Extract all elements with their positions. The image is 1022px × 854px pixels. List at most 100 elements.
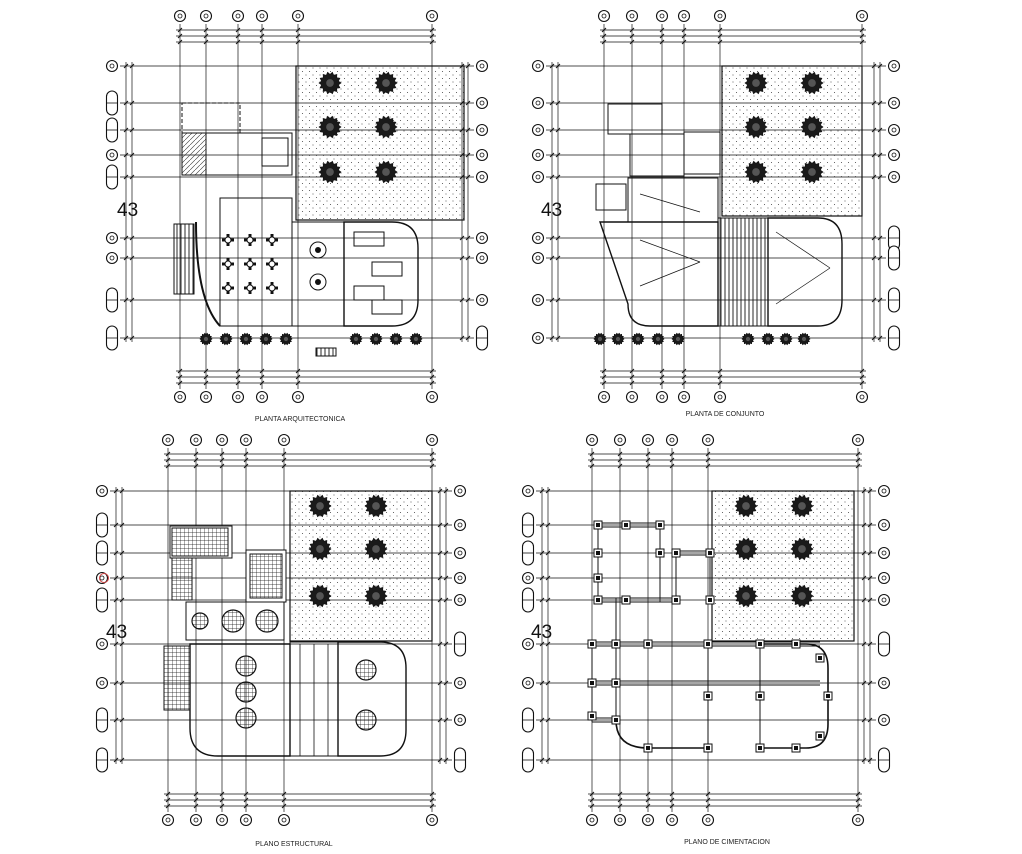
dimension-tick — [235, 368, 241, 374]
dimension-tick — [177, 380, 183, 386]
grid-bubble-core — [855, 817, 861, 823]
caption-planta-arquitectonica: PLANTA ARQUITECTONICA — [255, 416, 346, 423]
grid-bubble-core — [295, 13, 301, 19]
grid-bubble — [655, 9, 669, 23]
dimension-tick — [113, 575, 119, 581]
dimension-tick — [165, 791, 171, 797]
dimension-tick — [545, 680, 551, 686]
tree-center — [798, 592, 806, 600]
column-core — [590, 681, 594, 685]
dimension-tick — [555, 255, 561, 261]
dimension-tick — [123, 297, 129, 303]
round-column — [255, 609, 279, 633]
column-core — [706, 642, 710, 646]
dimension-tick — [295, 27, 301, 33]
dimension-tick — [859, 39, 865, 45]
grid-bubble — [655, 390, 669, 404]
tree-center — [372, 545, 380, 553]
dimension-tick — [659, 39, 665, 45]
grid-bubble-core — [881, 597, 887, 603]
grid-bubble-core — [281, 817, 287, 823]
round-element-core — [315, 247, 321, 253]
grid-bubble-core — [203, 13, 209, 19]
tree-center — [382, 79, 390, 87]
dimension-tick — [459, 335, 465, 341]
dimension-tick — [867, 641, 873, 647]
grid-bubble — [531, 231, 545, 245]
dimension-tick — [429, 463, 435, 469]
tree-center — [801, 336, 807, 342]
dimension-tick — [119, 680, 125, 686]
dimension-tick — [429, 27, 435, 33]
dimension-tick — [193, 451, 199, 457]
dimension-tick — [165, 797, 171, 803]
dimension-tick — [123, 127, 129, 133]
grid-bubble — [425, 390, 439, 404]
garden-area — [289, 490, 433, 642]
dimension-tick — [193, 791, 199, 797]
dimension-tick — [645, 451, 651, 457]
dimension-tick — [871, 297, 877, 303]
dimension-tick — [861, 680, 867, 686]
dimension-tick — [705, 457, 711, 463]
dimension-tick — [123, 235, 129, 241]
dimension-tick — [295, 374, 301, 380]
dimension-tick — [855, 791, 861, 797]
grid-bubble — [173, 390, 187, 404]
grid-bubble — [531, 293, 545, 307]
caption-plano-de-cimentacion: PLANO DE CIMENTACION — [684, 839, 770, 846]
grid-bubble-core — [705, 817, 711, 823]
grid-bubble-core — [109, 63, 115, 69]
dimension-tick — [219, 791, 225, 797]
dimension-tick — [113, 550, 119, 556]
dimension-tick — [601, 380, 607, 386]
dimension-tick — [717, 374, 723, 380]
dimension-tick — [877, 100, 883, 106]
dimension-tick — [443, 550, 449, 556]
tree-center — [752, 123, 760, 131]
grid-bubble-core — [881, 680, 887, 686]
grid-bubble — [677, 9, 691, 23]
roof-slope — [639, 239, 701, 263]
dimension-tick — [235, 39, 241, 45]
dimension-tick — [119, 717, 125, 723]
rebar-grid — [249, 553, 283, 599]
dimension-tick — [219, 463, 225, 469]
round-element — [309, 273, 327, 291]
grid-bubble-core — [535, 255, 541, 261]
tree-center — [263, 336, 269, 342]
dimension-tick — [877, 63, 883, 69]
grid-bubble — [641, 813, 655, 827]
dimension-tick — [867, 680, 873, 686]
grid-bubble-core — [891, 63, 897, 69]
grid-bubble — [713, 390, 727, 404]
tree-center — [353, 336, 359, 342]
grid-bubble-core — [457, 717, 463, 723]
grid-bubble — [95, 484, 109, 498]
dimension-tick — [629, 39, 635, 45]
grid-bubble-core — [535, 335, 541, 341]
dimension-tick — [681, 368, 687, 374]
dimension-tick — [617, 463, 623, 469]
dimension-tick — [429, 374, 435, 380]
grid-bubble — [851, 433, 865, 447]
grid-bubble — [453, 518, 467, 532]
grid-bubble-core — [601, 13, 607, 19]
dimension-tick — [629, 380, 635, 386]
dimension-tick — [549, 100, 555, 106]
dimension-tick — [539, 522, 545, 528]
grid-bubble-core — [881, 488, 887, 494]
grid-bubble-core — [479, 235, 485, 241]
grid-bubble-core — [891, 100, 897, 106]
dimension-tick — [219, 803, 225, 809]
grid-bubble-core — [891, 127, 897, 133]
dimension-tick — [705, 791, 711, 797]
dimension-tick — [113, 522, 119, 528]
grid-bubble-core — [681, 13, 687, 19]
tree-center — [798, 545, 806, 553]
grid-bubble — [597, 9, 611, 23]
dimension-tick — [859, 27, 865, 33]
tree-center — [283, 336, 289, 342]
dimension-tick — [429, 33, 435, 39]
